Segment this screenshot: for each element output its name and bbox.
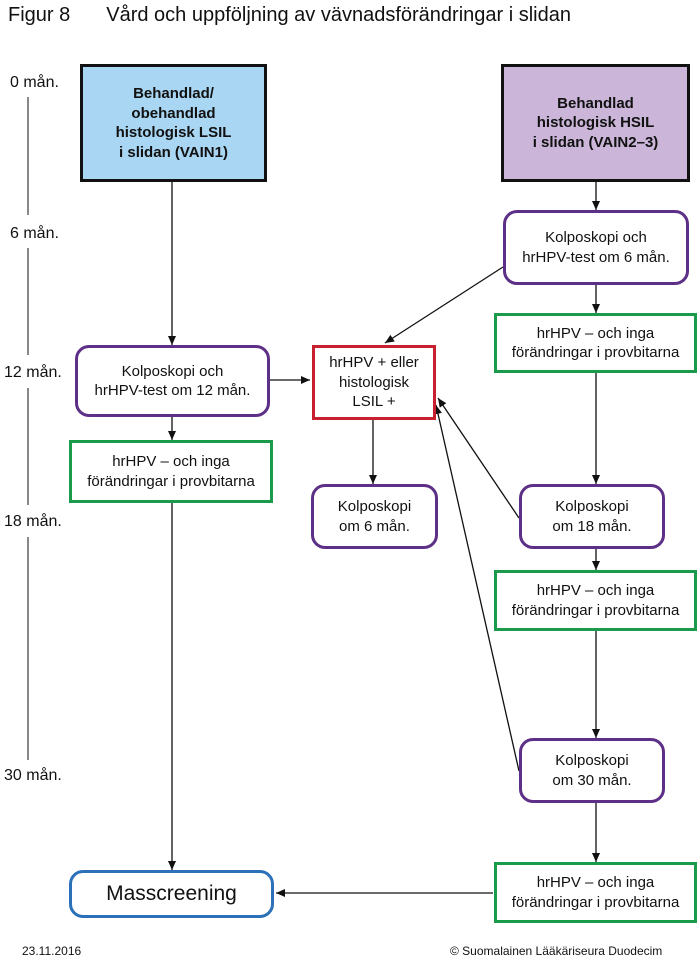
timeline-label-0: 0 mån. <box>10 74 59 91</box>
lsil-start-box: Behandlad/ obehandlad histologisk LSIL i… <box>80 64 267 182</box>
hpv-positive-box: hrHPV + eller histologisk LSIL + <box>312 345 436 420</box>
hpv-negative-box-3: hrHPV – och inga förändringar i provbita… <box>494 862 697 923</box>
kolposkopi-18-box: Kolposkopi om 18 mån. <box>519 484 665 549</box>
arrow-kolpo30-to-hpvpos <box>434 404 520 772</box>
hpv-negative-box-1: hrHPV – och inga förändringar i provbita… <box>494 313 697 373</box>
arrow-kolpo18-to-hpvpos <box>437 397 520 519</box>
figure-number: Figur 8 <box>8 4 71 26</box>
kolposkopi-6-mid-box: Kolposkopi om 6 mån. <box>311 484 438 549</box>
footer-copyright: © Suomalainen Lääkäriseura Duodecim <box>450 944 663 958</box>
kolposkopi-30-box: Kolposkopi om 30 mån. <box>519 738 665 803</box>
timeline-label-6: 6 mån. <box>10 225 59 242</box>
timeline-label-12: 12 mån. <box>4 364 62 381</box>
figure-title-text: Vård och uppföljning av vävnadsförändrin… <box>106 4 571 26</box>
figure-title: Figur 8 Vård och uppföljning av vävnadsfö… <box>8 4 571 27</box>
hpv-negative-box-2: hrHPV – och inga förändringar i provbita… <box>494 570 697 631</box>
masscreening-box: Masscreening <box>69 870 274 918</box>
footer-date: 23.11.2016 <box>22 944 82 958</box>
hpv-negative-box-left: hrHPV – och inga förändringar i provbita… <box>69 440 273 503</box>
kolposkopi-12-box: Kolposkopi och hrHPV-test om 12 mån. <box>75 345 270 417</box>
kolposkopi-6-box: Kolposkopi och hrHPV-test om 6 mån. <box>503 210 689 285</box>
timeline-label-30: 30 mån. <box>4 767 62 784</box>
arrow-kolpo6-to-hpvpos <box>384 266 504 344</box>
hsil-start-box: Behandlad histologisk HSIL i slidan (VAI… <box>501 64 690 182</box>
timeline-label-18: 18 mån. <box>4 513 62 530</box>
